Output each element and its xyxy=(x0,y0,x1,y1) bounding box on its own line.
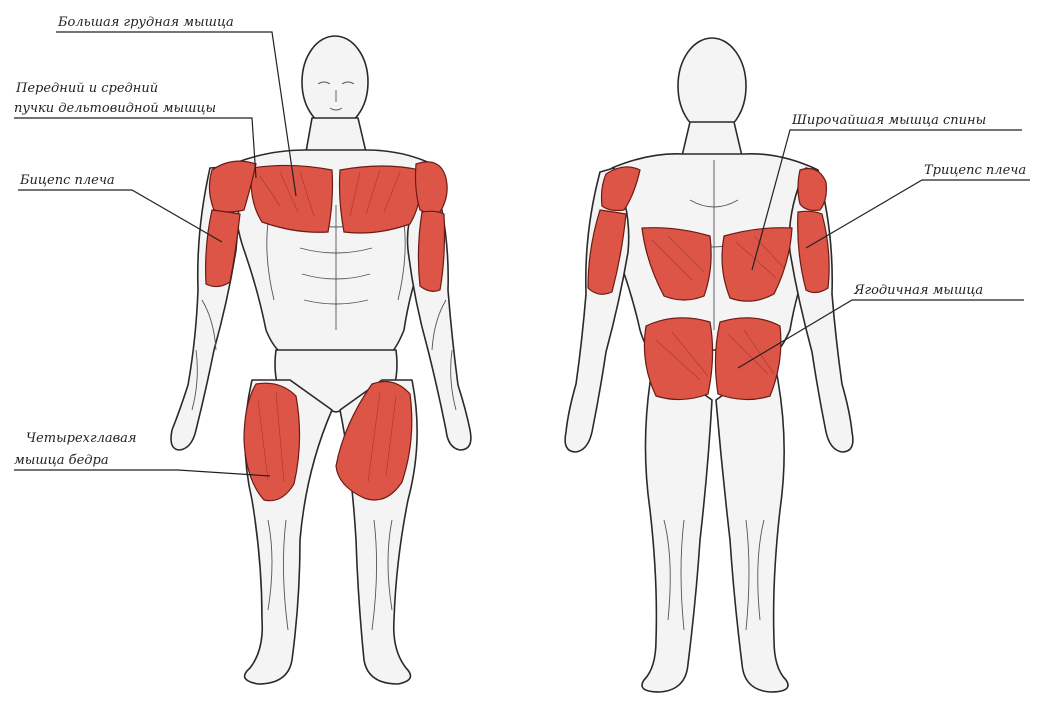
biceps-right xyxy=(418,211,444,291)
leader-lines xyxy=(14,32,1030,476)
label-deltoid-line1: Передний и средний xyxy=(15,81,158,96)
label-gluteus: Ягодичная мышца xyxy=(853,283,983,298)
gluteus-left xyxy=(644,318,712,400)
pectoral-right xyxy=(340,166,421,233)
label-latissimus: Широчайшая мышца спины xyxy=(791,113,986,128)
labels: Большая грудная мышца Передний и средний… xyxy=(14,15,1026,468)
rear-deltoid-right xyxy=(798,169,826,211)
gluteus-right xyxy=(715,318,780,400)
deltoid-right xyxy=(416,162,448,213)
label-pectoral: Большая грудная мышца xyxy=(57,15,234,30)
label-triceps: Трицепс плеча xyxy=(924,163,1026,178)
label-biceps: Бицепс плеча xyxy=(19,173,115,188)
front-figure xyxy=(171,36,471,684)
biceps-left xyxy=(206,210,240,287)
label-deltoid-line2: пучки дельтовидной мышцы xyxy=(14,101,216,116)
label-quadriceps-line1: Четырехглавая xyxy=(26,431,137,446)
label-quadriceps-line2: мышца бедра xyxy=(14,453,109,468)
